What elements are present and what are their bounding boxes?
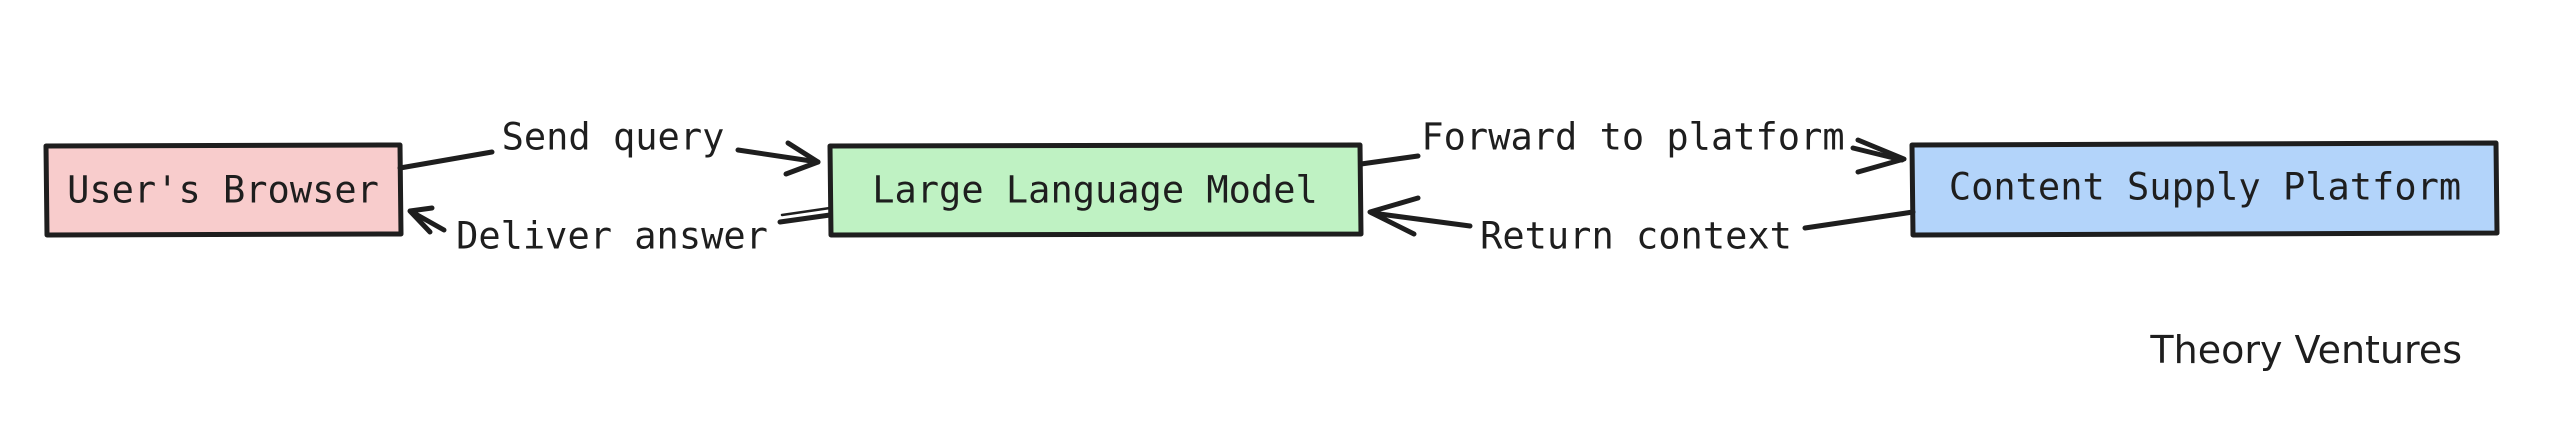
edge-forward-line-start bbox=[1358, 153, 1421, 167]
edge-return-context-label: Return context bbox=[1480, 215, 1792, 258]
node-large-language-model: Large Language Model bbox=[827, 142, 1364, 238]
edge-forward-line-end bbox=[1850, 145, 1905, 163]
node-users-browser-outline bbox=[43, 142, 404, 238]
edge-send-query-arrowhead bbox=[783, 140, 821, 177]
edge-return-context: Return context bbox=[1367, 195, 1916, 258]
edge-deliver-answer: Deliver answer bbox=[407, 205, 833, 258]
node-llm-outline bbox=[827, 142, 1364, 238]
edge-deliver-answer-arrowhead bbox=[407, 205, 435, 235]
edge-forward-arrowhead bbox=[1855, 137, 1907, 175]
edge-forward-to-platform: Forward to platform bbox=[1358, 116, 1907, 175]
node-users-browser: User's Browser bbox=[43, 142, 404, 238]
edge-return-context-line-end bbox=[1369, 210, 1473, 229]
edge-send-query-label: Send query bbox=[502, 116, 725, 159]
node-platform-label: Content Supply Platform bbox=[1949, 166, 2461, 209]
node-users-browser-box bbox=[46, 146, 400, 234]
edge-deliver-answer-line-start bbox=[777, 212, 833, 225]
edge-send-query-line-end bbox=[735, 147, 821, 165]
node-llm-label: Large Language Model bbox=[872, 169, 1318, 212]
edge-send-query: Send query bbox=[397, 116, 821, 177]
edge-return-context-line-start bbox=[1802, 209, 1916, 231]
brand-label: Theory Ventures bbox=[2149, 328, 2462, 372]
node-llm-box bbox=[830, 146, 1360, 234]
node-platform-outline bbox=[1909, 140, 2500, 238]
edge-forward-label: Forward to platform bbox=[1421, 116, 1844, 159]
edge-deliver-answer-line-end bbox=[409, 209, 447, 233]
edge-deliver-answer-line-double bbox=[780, 206, 832, 217]
edge-send-query-line-start bbox=[397, 149, 495, 171]
node-users-browser-label: User's Browser bbox=[67, 169, 379, 212]
node-content-supply-platform: Content Supply Platform bbox=[1909, 140, 2500, 238]
edge-deliver-answer-label: Deliver answer bbox=[456, 215, 768, 258]
edge-return-context-arrowhead bbox=[1367, 195, 1421, 237]
node-platform-box bbox=[1912, 144, 2496, 234]
